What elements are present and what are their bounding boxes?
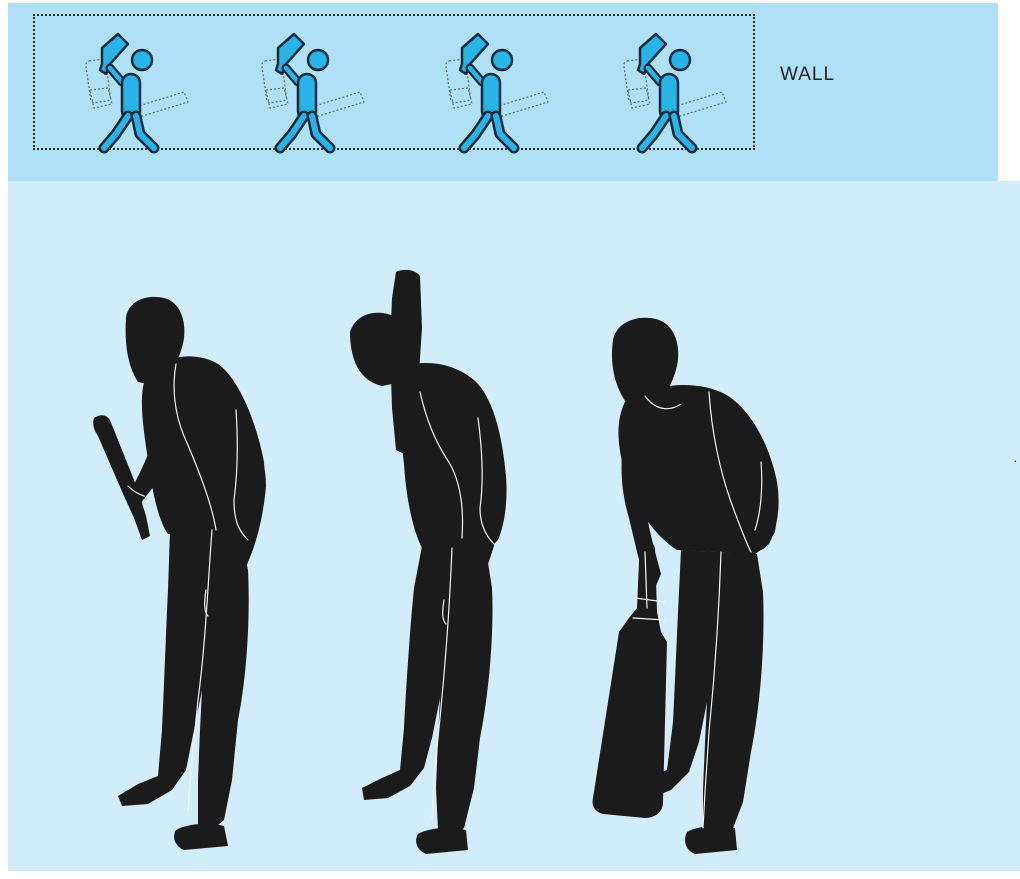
batter-silhouette-bat-over-shoulder: [340, 268, 540, 868]
edge-tick: ·: [1013, 452, 1018, 468]
batter-icon: [620, 30, 740, 160]
batter-silhouette-bat-raised-front: [88, 290, 288, 860]
batter-icon: [82, 30, 202, 160]
wall-label: WALL: [780, 64, 835, 86]
batter-silhouette-bat-grounded: [585, 312, 805, 872]
batter-icon: [442, 30, 562, 160]
batter-icon: [258, 30, 378, 160]
